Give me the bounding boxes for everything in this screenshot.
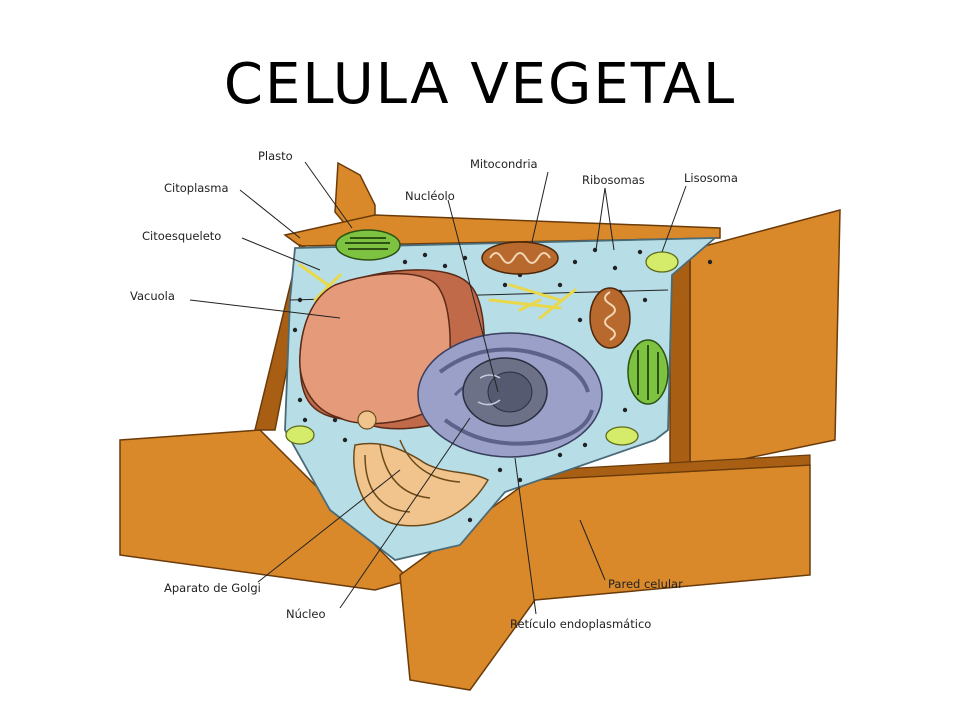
label-aparato-golgi: Aparato de Golgi	[164, 581, 261, 595]
cell-wall	[119, 161, 841, 691]
label-lisosoma: Lisosoma	[684, 171, 738, 185]
leader-lines	[189, 161, 687, 615]
chloroplast-right	[627, 339, 669, 405]
cell-wall-right-side	[669, 248, 691, 471]
label-vacuola: Vacuola	[130, 289, 175, 303]
label-pared-celular: Pared celular	[608, 577, 683, 591]
label-citoplasma: Citoplasma	[164, 181, 229, 195]
label-plasto: Plasto	[258, 149, 293, 163]
label-nucleolo: Nucléolo	[405, 189, 455, 203]
cytoskeleton	[298, 263, 577, 320]
chloroplast-top	[335, 229, 401, 261]
labels: Plasto Citoplasma Citoesqueleto Vacuola …	[130, 149, 738, 631]
mitochondrion-right	[589, 287, 631, 349]
label-nucleo: Núcleo	[286, 607, 326, 621]
golgi-apparatus	[353, 410, 490, 527]
lysosomes	[285, 251, 679, 446]
label-citoesqueleto: Citoesqueleto	[142, 229, 221, 243]
mitochondrion-top	[481, 241, 559, 275]
label-ribosomas: Ribosomas	[582, 173, 645, 187]
label-mitocondria: Mitocondria	[470, 157, 538, 171]
nucleus	[417, 332, 603, 458]
cell-wall-right	[689, 209, 841, 471]
page-title: CELULA VEGETAL	[223, 52, 737, 117]
label-reticulo: Retículo endoplasmático	[510, 617, 651, 631]
